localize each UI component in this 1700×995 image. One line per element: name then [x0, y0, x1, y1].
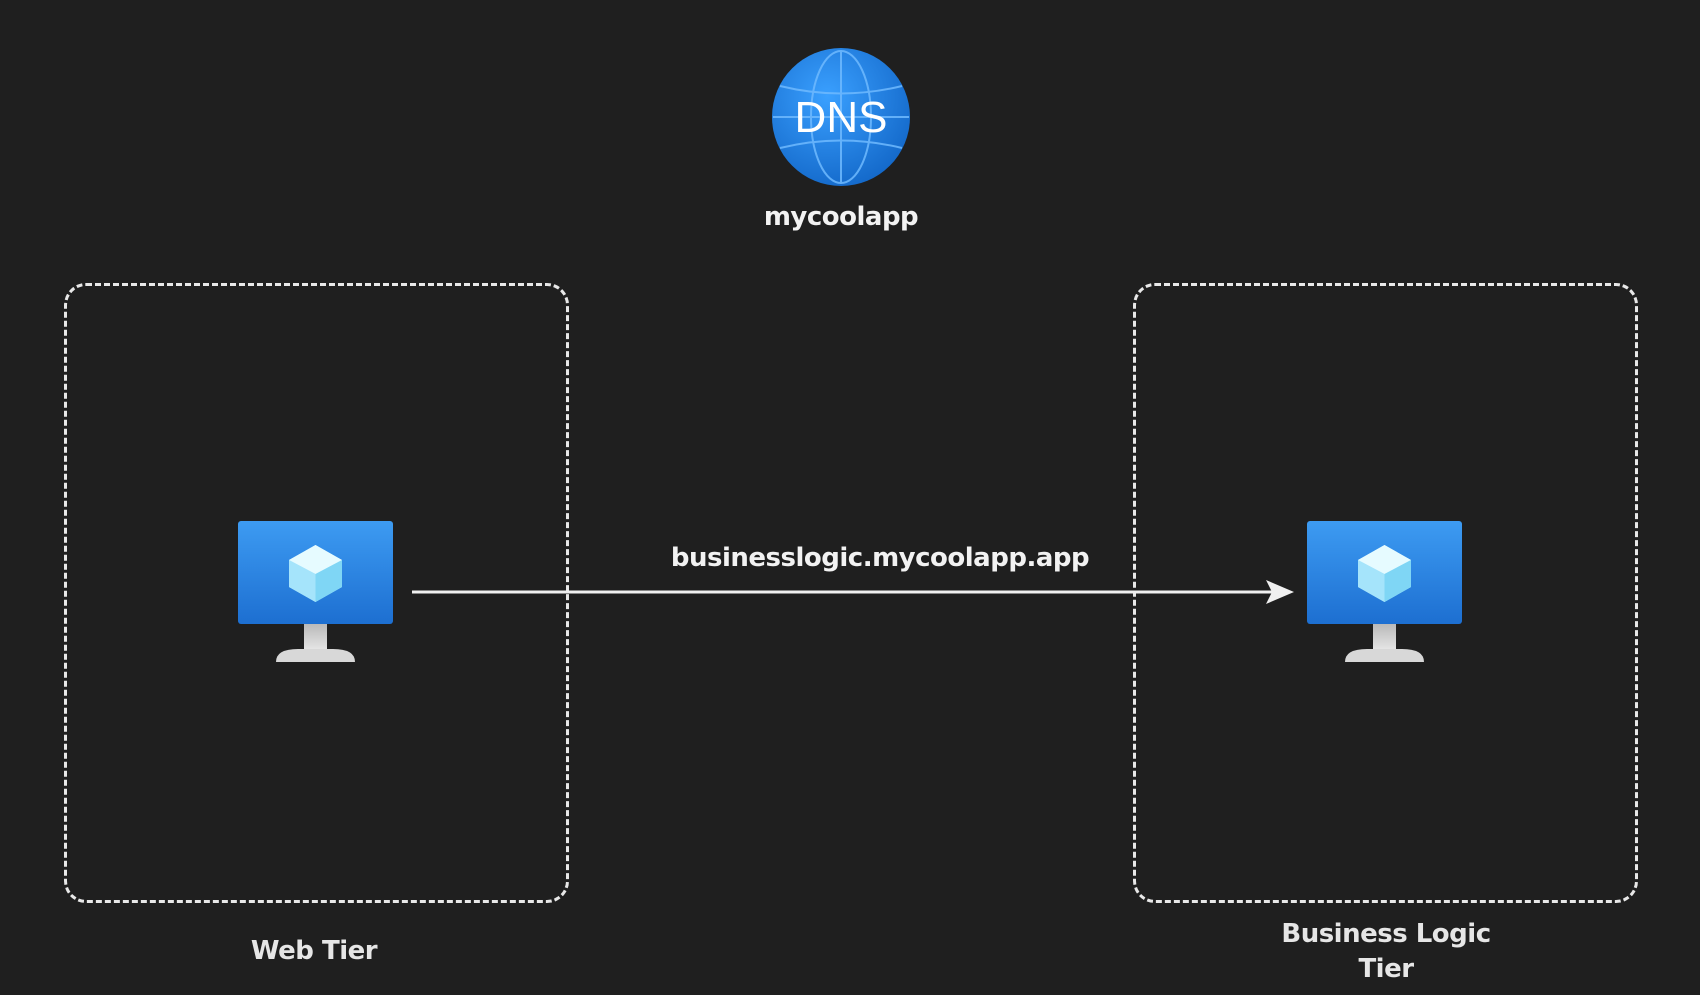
connection-arrow	[412, 580, 1294, 604]
dns-badge-text: DNS	[795, 93, 888, 142]
virtual-machine-icon	[1307, 521, 1462, 662]
web-tier-label: Web Tier	[250, 936, 378, 966]
business-logic-tier-label-line2: Tier	[1358, 954, 1414, 984]
dns-zone-label: mycoolapp	[763, 202, 919, 232]
virtual-machine-icon	[238, 521, 393, 662]
business-logic-tier-label: Business Logic Tier	[1226, 917, 1546, 987]
connection-label: businesslogic.mycoolapp.app	[670, 543, 1090, 573]
dns-globe-icon: DNS	[772, 48, 910, 186]
business-logic-tier-label-line1: Business Logic	[1281, 919, 1491, 949]
